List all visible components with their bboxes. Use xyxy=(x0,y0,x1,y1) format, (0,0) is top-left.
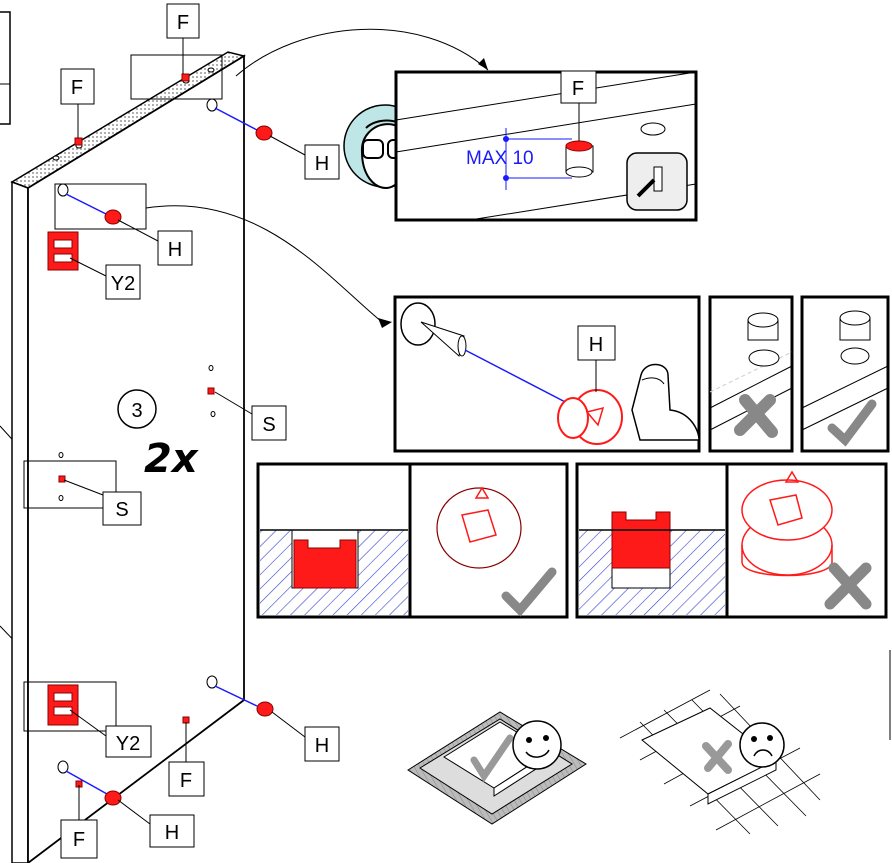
sad-face-icon xyxy=(739,722,785,768)
happy-face-icon xyxy=(512,720,562,770)
cam-lock-bottom-right xyxy=(206,675,274,717)
cross-icon xyxy=(824,562,872,610)
max-depth-label: MAX 10 xyxy=(466,148,534,169)
svg-text:H: H xyxy=(165,822,179,844)
cam-lock-top xyxy=(206,98,273,141)
label-f-detail: F xyxy=(560,70,597,104)
highlight-box-upper xyxy=(54,183,147,230)
svg-text:F: F xyxy=(71,77,83,99)
detail-box-cam-lock: H xyxy=(393,295,701,453)
label-f-bottom-right: F xyxy=(168,761,205,797)
label-f-top: F xyxy=(166,3,200,39)
top-edge-holes xyxy=(52,67,215,161)
work-surface-incorrect xyxy=(619,689,821,835)
label-s-right: S xyxy=(251,405,287,441)
cross-icon xyxy=(702,740,732,774)
hinge-plate-upper xyxy=(47,231,79,271)
svg-text:F: F xyxy=(572,78,584,100)
hammer-icon xyxy=(626,152,688,211)
svg-text:H: H xyxy=(168,239,182,261)
label-h-bottom-left: H xyxy=(149,814,195,848)
step-number-badge: 3 xyxy=(117,389,157,429)
arrowhead-top xyxy=(478,58,488,70)
screw-holes-left xyxy=(58,452,66,501)
svg-text:F: F xyxy=(180,770,192,792)
cam-lock-red-large xyxy=(557,389,623,445)
label-h-detail: H xyxy=(577,325,616,361)
section-incorrect xyxy=(575,462,888,619)
svg-text:S: S xyxy=(115,499,128,521)
svg-text:F: F xyxy=(73,829,85,851)
cross-icon xyxy=(734,394,778,438)
cam-side-view-incorrect xyxy=(741,470,833,577)
detail-box-cam-wrong xyxy=(708,295,794,453)
svg-text:H: H xyxy=(315,153,329,175)
svg-text:H: H xyxy=(589,334,603,356)
work-surface-correct xyxy=(407,711,587,825)
leader-lines xyxy=(63,28,489,825)
hinge-plate-lower xyxy=(47,684,79,726)
checkmark-icon xyxy=(470,734,514,783)
svg-text:3: 3 xyxy=(131,400,142,422)
quantity-label: 2x xyxy=(144,436,199,482)
svg-text:Y2: Y2 xyxy=(116,733,140,755)
highlight-box-lower xyxy=(23,681,117,732)
svg-text:S: S xyxy=(262,414,275,436)
label-y2-lower: Y2 xyxy=(105,725,152,758)
label-f-bottom-left: F xyxy=(60,819,98,859)
arrowhead-middle xyxy=(378,318,392,328)
hand-icon xyxy=(631,363,700,441)
cam-top-view-correct xyxy=(436,486,522,569)
label-h-bottom-right: H xyxy=(304,726,340,762)
cam-lock-bottom-left xyxy=(57,760,122,806)
detail-box-cam-right xyxy=(800,295,890,453)
label-s-left: S xyxy=(102,491,142,526)
label-f-left: F xyxy=(60,68,95,105)
label-h-top: H xyxy=(304,144,340,180)
label-h-upper: H xyxy=(157,230,193,266)
screw-holes-right xyxy=(207,365,216,417)
checkmark-icon xyxy=(501,567,557,617)
svg-text:H: H xyxy=(315,735,329,757)
cam-lock-upper xyxy=(57,183,122,225)
svg-text:F: F xyxy=(177,12,189,34)
detail-box-dowel-depth: MAX 10 F xyxy=(394,70,698,222)
svg-text:Y2: Y2 xyxy=(111,273,135,295)
highlight-box-top xyxy=(130,54,223,100)
label-y2-upper: Y2 xyxy=(105,264,141,300)
checkmark-icon xyxy=(827,399,877,447)
section-correct xyxy=(256,462,569,619)
highlight-box-middle xyxy=(23,460,117,509)
